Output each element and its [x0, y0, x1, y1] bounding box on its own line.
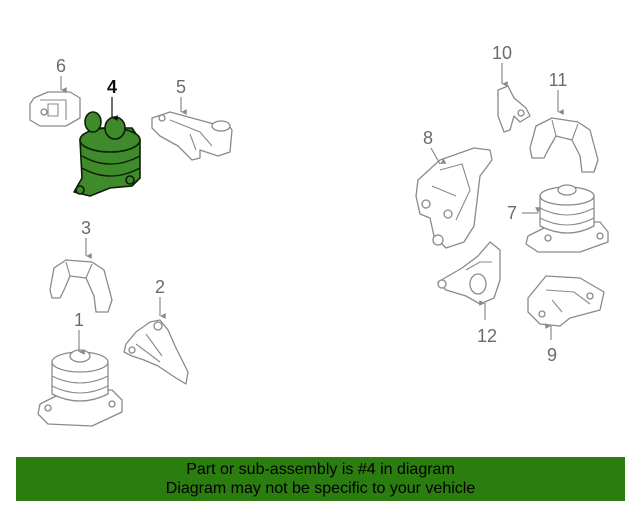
part-8-bracket[interactable] [416, 148, 492, 248]
callout-7: 7 [507, 203, 517, 223]
part-12-mount[interactable] [438, 242, 500, 304]
banner-line-1: Part or sub-assembly is #4 in diagram [16, 460, 625, 479]
part-9-bracket[interactable] [528, 276, 604, 326]
callout-8: 8 [423, 128, 433, 148]
info-banner: Part or sub-assembly is #4 in diagram Di… [16, 457, 625, 501]
part-11-strap[interactable] [530, 118, 598, 172]
callout-4: 4 [107, 77, 117, 97]
callout-2: 2 [155, 277, 165, 297]
callout-3: 3 [81, 218, 91, 238]
part-6-bracket[interactable] [30, 92, 80, 126]
callout-11: 11 [549, 70, 568, 90]
part-5-bracket[interactable] [152, 112, 232, 160]
part-2-bracket[interactable] [124, 320, 188, 384]
callout-6: 6 [56, 56, 66, 76]
callout-9: 9 [547, 345, 557, 365]
part-7-engine-mount[interactable] [526, 185, 608, 252]
callout-5: 5 [176, 77, 186, 97]
banner-line-2: Diagram may not be specific to your vehi… [16, 479, 625, 498]
callout-10: 10 [492, 43, 512, 63]
part-4-mount-highlighted[interactable] [74, 112, 140, 196]
callout-12: 12 [477, 326, 497, 346]
part-10-bracket[interactable] [498, 86, 530, 132]
callout-1: 1 [74, 310, 84, 330]
part-3-strap[interactable] [50, 260, 112, 312]
part-1-engine-mount[interactable] [38, 350, 122, 426]
parts-diagram: 6 4 5 3 2 [0, 0, 640, 456]
